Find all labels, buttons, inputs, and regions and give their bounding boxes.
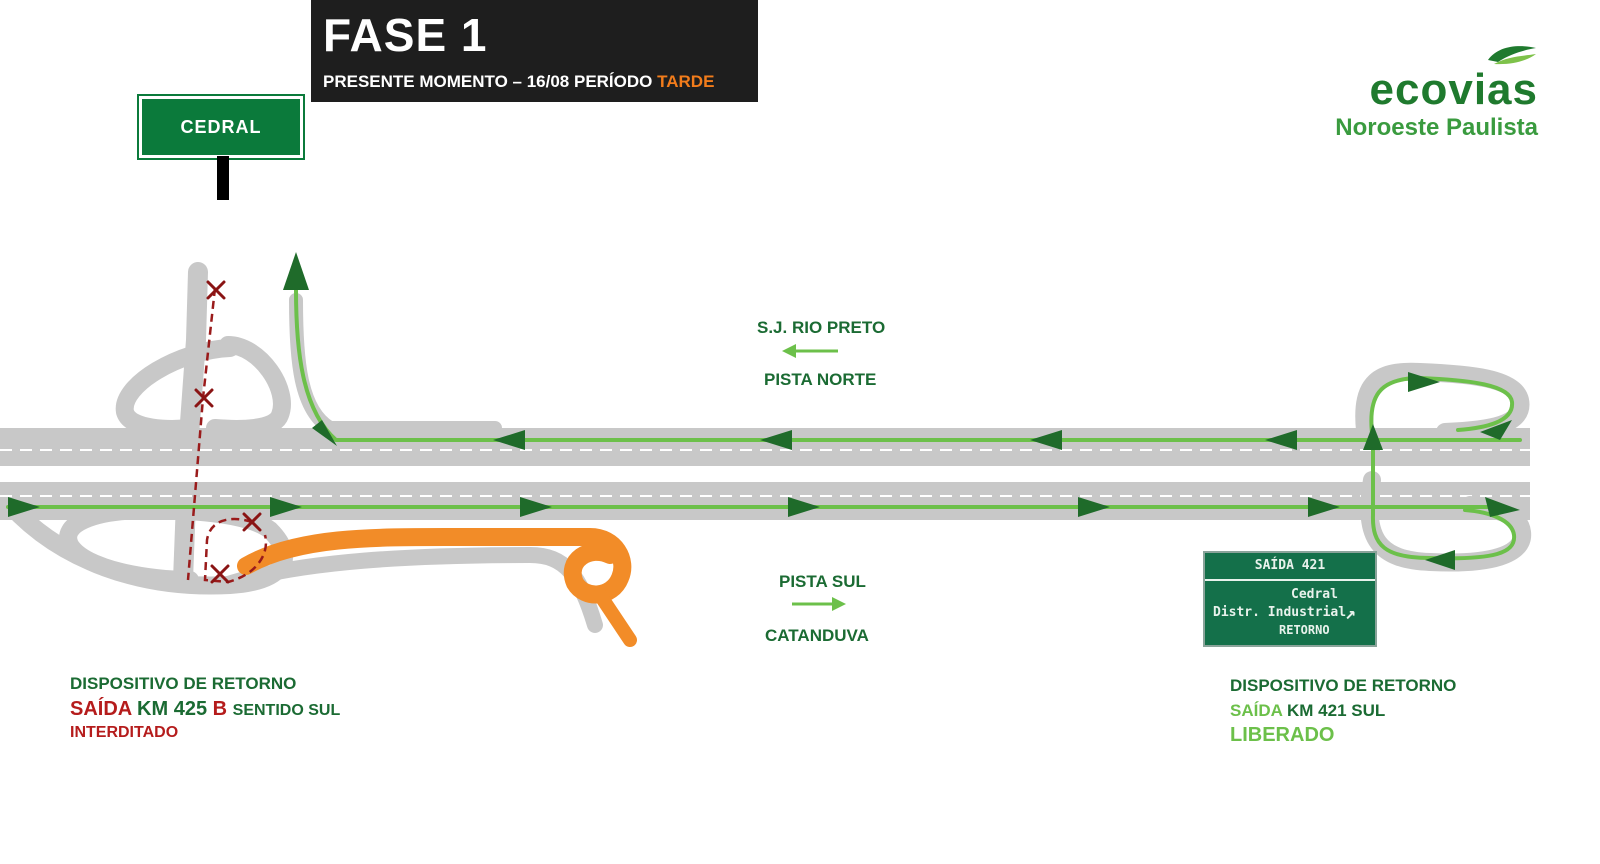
phase-title-box: FASE 1 PRESENTE MOMENTO – 16/08 PERÍODO …	[311, 0, 758, 102]
left-crossing-ramp	[173, 262, 208, 590]
closed-loop	[203, 517, 268, 584]
orange-detour	[237, 527, 637, 647]
north-destination-label: S.J. RIO PRETO	[757, 318, 886, 337]
left-exit-ramp-gray	[217, 546, 603, 633]
left-device-title: DISPOSITIVO DE RETORNO	[70, 674, 297, 693]
left-exit-suffix: B	[212, 698, 228, 720]
phase-title: FASE 1	[323, 9, 488, 61]
arrow-north-1	[493, 430, 525, 450]
left-exit-direction: SENTIDO SUL	[232, 702, 341, 719]
arrow-right-up	[1363, 424, 1383, 450]
brand-logo: ecovias Noroeste Paulista	[1335, 40, 1538, 142]
left-device-exit: SAÍDA KM 425 B SENTIDO SUL	[70, 698, 340, 721]
right-device-info: DISPOSITIVO DE RETORNO SAÍDA KM 421 SUL …	[1230, 676, 1456, 747]
leaf-icon	[1488, 46, 1536, 65]
exit-sign-header: SAÍDA 421	[1205, 553, 1375, 581]
exit-sign-line-1: Cedral	[1291, 587, 1338, 602]
label-arrows	[782, 344, 846, 611]
arrow-north-2	[760, 430, 792, 450]
closure-marks	[194, 280, 262, 584]
exit-sign-arrow-icon: ↗	[1345, 603, 1356, 624]
highway-north	[0, 428, 1530, 466]
open-routes	[6, 288, 1522, 561]
closure-x-4	[210, 564, 230, 584]
arrow-south-2	[270, 497, 302, 517]
arrow-south-1	[8, 497, 40, 517]
south-label-arrow-head	[832, 597, 846, 611]
exit-sign-line-2: Distr. Industrial	[1213, 605, 1347, 620]
north-lane-label: PISTA NORTE	[764, 370, 877, 389]
brand-name: ecovias	[1369, 65, 1538, 114]
left-exit-word: SAÍDA	[70, 698, 132, 720]
arrow-south-3	[520, 497, 552, 517]
detour-tail	[593, 588, 637, 647]
right-device-exit: SAÍDA KM 421 SUL	[1230, 701, 1456, 721]
arrow-right-bottom-loop	[1425, 550, 1455, 570]
brand-region: Noroeste Paulista	[1335, 114, 1538, 141]
highway-south	[0, 482, 1530, 520]
south-destination-label: CATANDUVA	[765, 626, 869, 645]
arrow-south-5	[1078, 497, 1110, 517]
left-device-info: DISPOSITIVO DE RETORNO SAÍDA KM 425 B SE…	[70, 674, 340, 742]
highway-median	[0, 466, 1530, 482]
right-exit-km: KM 421 SUL	[1287, 701, 1386, 720]
right-exit-word: SAÍDA	[1230, 701, 1283, 720]
arrow-north-3	[1030, 430, 1062, 450]
arrow-north-exit-up	[283, 252, 309, 290]
closure-x-2	[194, 388, 214, 408]
direction-arrows	[8, 252, 1520, 570]
north-label-arrow-head	[782, 344, 796, 358]
closure-x-3	[242, 512, 262, 532]
arrow-north-ramp	[312, 420, 337, 446]
north-exit-ramp-gray	[289, 293, 502, 435]
arrow-right-loop-return	[1480, 420, 1512, 440]
city-sign: CEDRAL	[137, 94, 305, 160]
left-device-status: INTERDITADO	[70, 724, 179, 741]
arrow-south-6	[1308, 497, 1340, 517]
arrow-north-4	[1265, 430, 1297, 450]
phase-subtitle-text: PRESENTE MOMENTO – 16/08 PERÍODO	[323, 72, 653, 91]
highway	[0, 428, 1530, 520]
phase-subtitle: PRESENTE MOMENTO – 16/08 PERÍODO TARDE	[323, 72, 714, 92]
arrow-right-top-loop	[1408, 372, 1440, 392]
south-lane-label: PISTA SUL	[779, 572, 866, 591]
arrow-south-4	[788, 497, 820, 517]
closure-x-1	[206, 280, 226, 300]
route-right-return	[1370, 439, 1517, 561]
exit-sign-line-3: RETORNO	[1279, 623, 1330, 637]
phase-subtitle-period: TARDE	[657, 72, 715, 91]
route-north-exit	[294, 288, 1522, 442]
city-sign-post	[217, 156, 229, 200]
exit-sign: SAÍDA 421 Cedral Distr. Industrial RETOR…	[1203, 551, 1377, 647]
detour-main	[237, 527, 632, 604]
left-exit-km: KM 425	[137, 698, 208, 720]
route-right-north-loop	[1369, 376, 1515, 443]
right-device-status: LIBERADO	[1230, 724, 1335, 746]
arrow-south-end	[1485, 497, 1520, 517]
right-device-title: DISPOSITIVO DE RETORNO	[1230, 676, 1457, 695]
